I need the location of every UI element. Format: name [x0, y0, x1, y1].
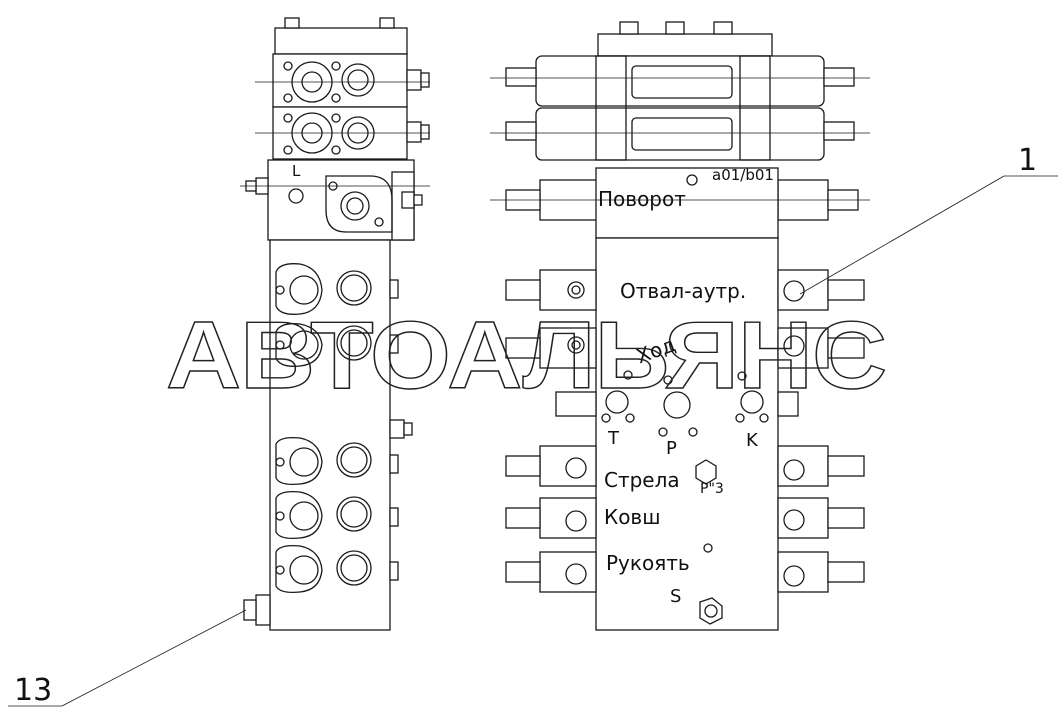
section-label-blade: Отвал-аутр. — [620, 279, 746, 303]
port-label-l: L — [292, 162, 301, 180]
section-label-bucket: Ковш — [604, 505, 661, 529]
section-label-rotation: Поворот — [598, 187, 686, 211]
port-label-p: P — [666, 438, 677, 459]
callout-1: 1 — [1018, 143, 1037, 178]
port-label-k: K — [746, 430, 759, 451]
port-label-a01b01: a01/b01 — [712, 166, 774, 184]
labels: L Поворот a01/b01 Отвал-аутр. Ход T P K … — [292, 162, 774, 607]
watermark: АВТОАЛЬЯНС — [166, 302, 886, 409]
side-view — [240, 17, 430, 631]
port-label-s: S — [670, 586, 681, 607]
callout-13: 13 — [14, 673, 52, 708]
port-label-p3: P"3 — [700, 481, 724, 497]
callouts: 1 13 — [8, 143, 1058, 708]
port-label-t: T — [607, 428, 620, 449]
front-view — [490, 21, 870, 631]
section-label-boom: Стрела — [604, 468, 680, 492]
section-label-arm: Рукоять — [606, 551, 690, 575]
